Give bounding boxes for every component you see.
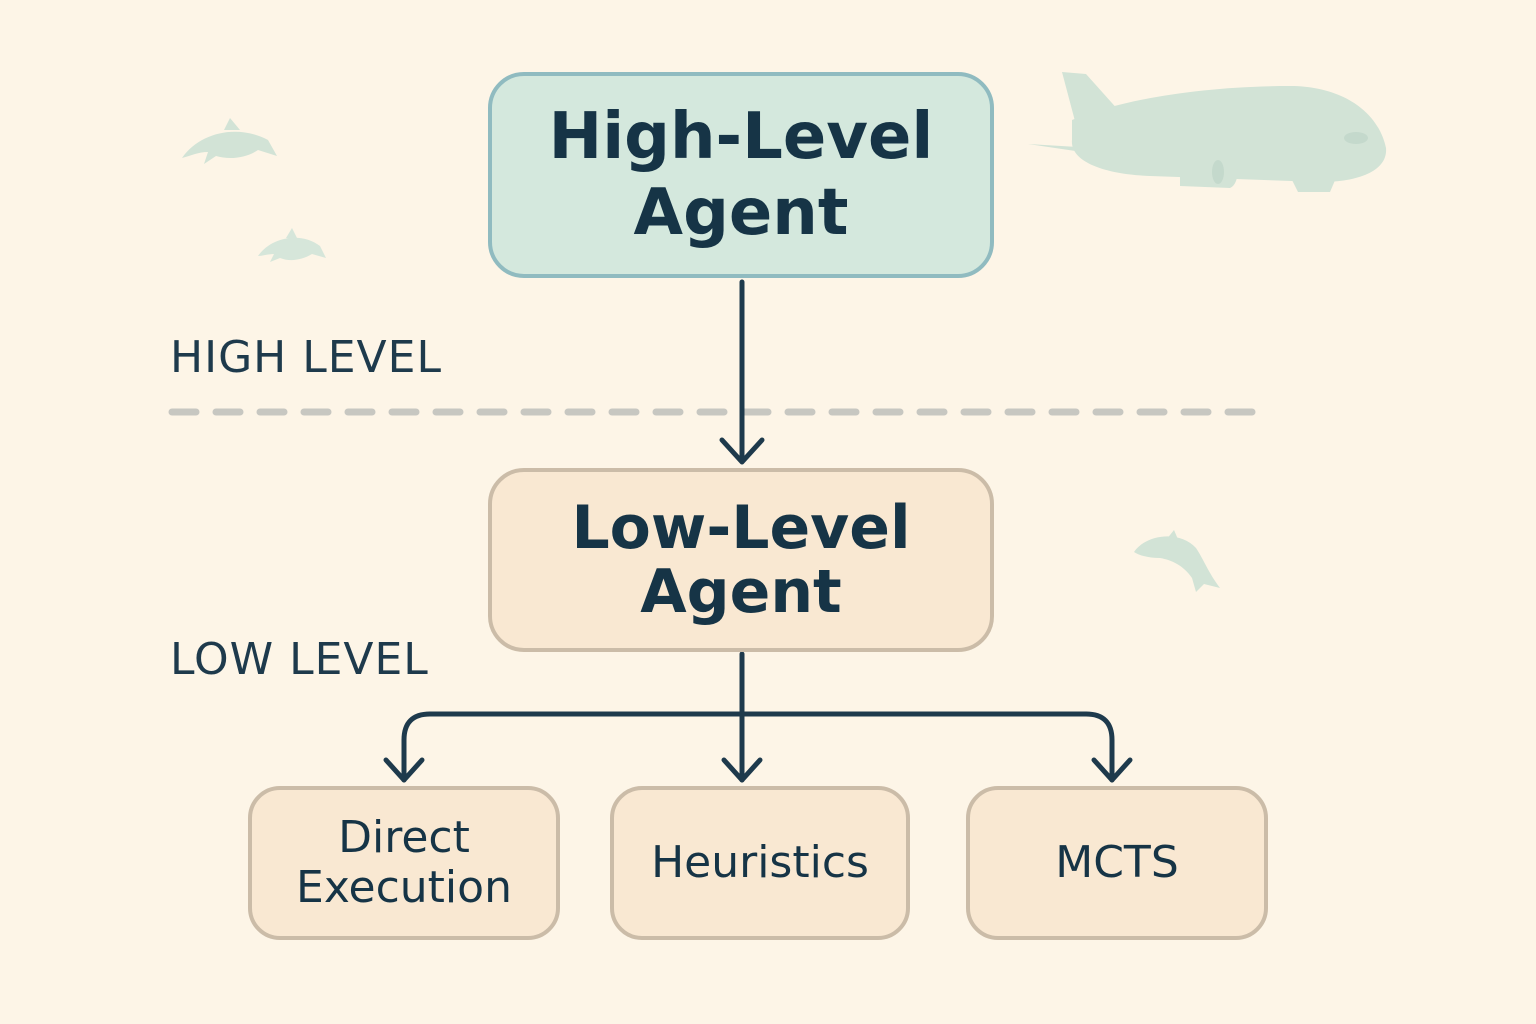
direct-execution-node: Direct Execution: [248, 786, 560, 940]
direct-execution-label: Direct Execution: [296, 812, 512, 913]
high-level-agent-node: High-Level Agent: [488, 72, 994, 278]
dolphin-icon: [258, 228, 326, 262]
mcts-label: MCTS: [1055, 837, 1179, 888]
arrow-to-mcts: [1083, 711, 1133, 783]
low-level-label: LOW LEVEL: [170, 634, 429, 685]
heuristics-node: Heuristics: [610, 786, 910, 940]
mcts-node: MCTS: [966, 786, 1268, 940]
branch-trunk: [427, 651, 1089, 717]
heuristics-label: Heuristics: [651, 837, 869, 888]
arrow-high-to-low: [719, 279, 765, 465]
low-level-agent-label: Low-Level Agent: [571, 493, 911, 627]
arrow-to-heuristics: [721, 711, 763, 783]
arrow-to-direct-execution: [383, 711, 433, 783]
high-level-label: HIGH LEVEL: [170, 332, 442, 383]
high-level-agent-label: High-Level Agent: [548, 100, 934, 250]
low-level-agent-node: Low-Level Agent: [488, 468, 994, 652]
dolphin-icon: [182, 118, 277, 164]
dolphin-icon: [1134, 530, 1220, 592]
airplane-icon: [1028, 72, 1387, 192]
